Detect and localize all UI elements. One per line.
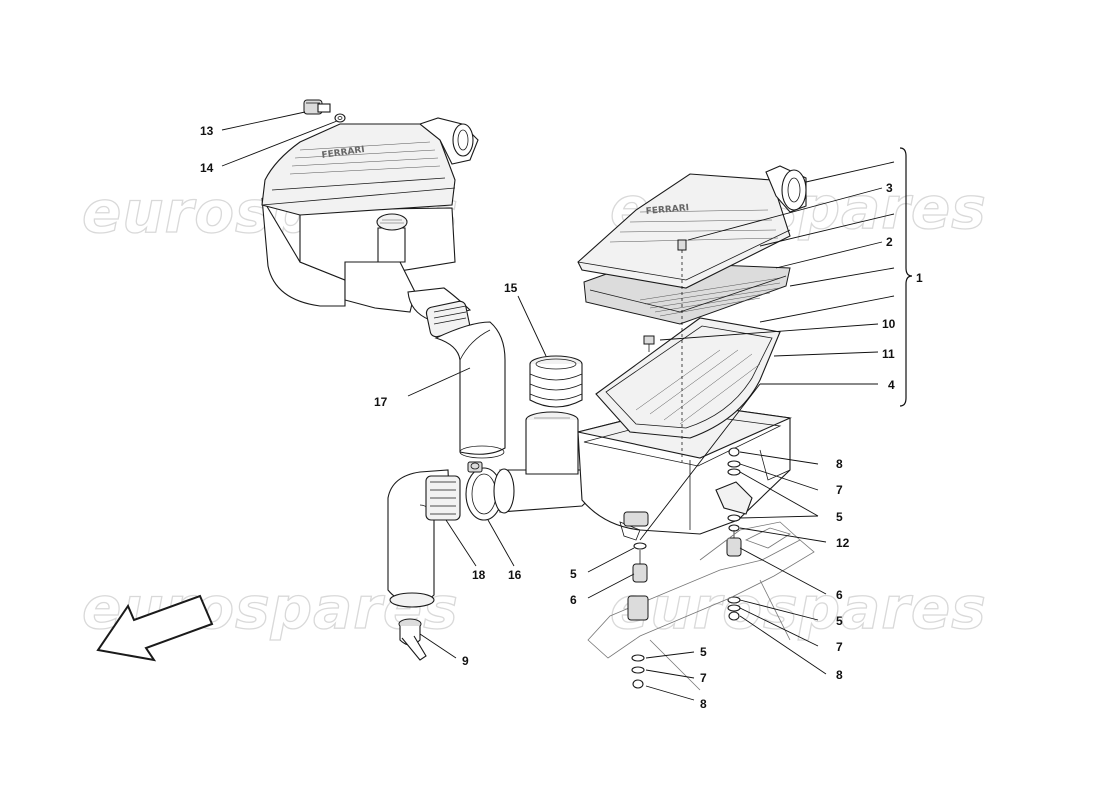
seal-washer: [334, 113, 346, 123]
rubber-sleeve-15: [529, 355, 583, 408]
watermark-bottom-right: eurospares: [610, 574, 987, 642]
callout-3: 3: [886, 181, 893, 195]
callout-5c: 5: [570, 567, 577, 581]
callout-14: 14: [200, 161, 214, 175]
hose-clamp-16: [465, 461, 503, 521]
left-airbox-assembly: FERRARI: [261, 99, 479, 338]
rubber-mount-6: [632, 563, 648, 583]
group-bracket-1: [899, 147, 913, 407]
air-temperature-sensor: [303, 99, 331, 115]
bracket: [715, 481, 753, 515]
callout-5d: 5: [700, 645, 707, 659]
intake-pipe-17: [434, 321, 506, 459]
mounting-hardware: [631, 447, 753, 689]
callout-9: 9: [462, 654, 469, 668]
callout-12: 12: [836, 536, 850, 550]
callout-8c: 8: [700, 697, 707, 711]
callout-7c: 7: [700, 671, 707, 685]
callout-6b: 6: [570, 593, 577, 607]
callout-8b: 8: [836, 668, 843, 682]
chassis-support: [587, 521, 815, 691]
watermarks: eurospares eurospares eurospares eurospa…: [81, 173, 987, 642]
callout-10: 10: [882, 317, 896, 331]
callout-4: 4: [888, 378, 895, 392]
callout-7a: 7: [836, 483, 843, 497]
callout-labels: 13 14 17 15 3 2 1 10 11 4 8 7 5 12 6 5 7…: [200, 124, 923, 711]
callout-1: 1: [916, 271, 923, 285]
callout-17: 17: [374, 395, 388, 409]
elbow-hose-18: [387, 469, 461, 608]
drain-valve-9: [398, 618, 427, 661]
callout-2: 2: [886, 235, 893, 249]
callout-6a: 6: [836, 588, 843, 602]
leader-lines: [221, 111, 895, 701]
callout-16: 16: [508, 568, 522, 582]
callout-5b: 5: [836, 614, 843, 628]
washer-7-top: [727, 460, 741, 468]
callout-18: 18: [472, 568, 486, 582]
callout-8a: 8: [836, 457, 843, 471]
callout-13: 13: [200, 124, 214, 138]
front-direction-arrow: [96, 594, 214, 662]
rubber-mount-12: [726, 537, 742, 557]
svg-text:FERRARI: FERRARI: [645, 203, 689, 217]
nut-8-top: [728, 447, 740, 457]
callout-7b: 7: [836, 640, 843, 654]
filter-assembly: FERRARI: [577, 165, 807, 462]
callout-11: 11: [882, 347, 895, 361]
callout-15: 15: [504, 281, 518, 295]
callout-5a: 5: [836, 510, 843, 524]
